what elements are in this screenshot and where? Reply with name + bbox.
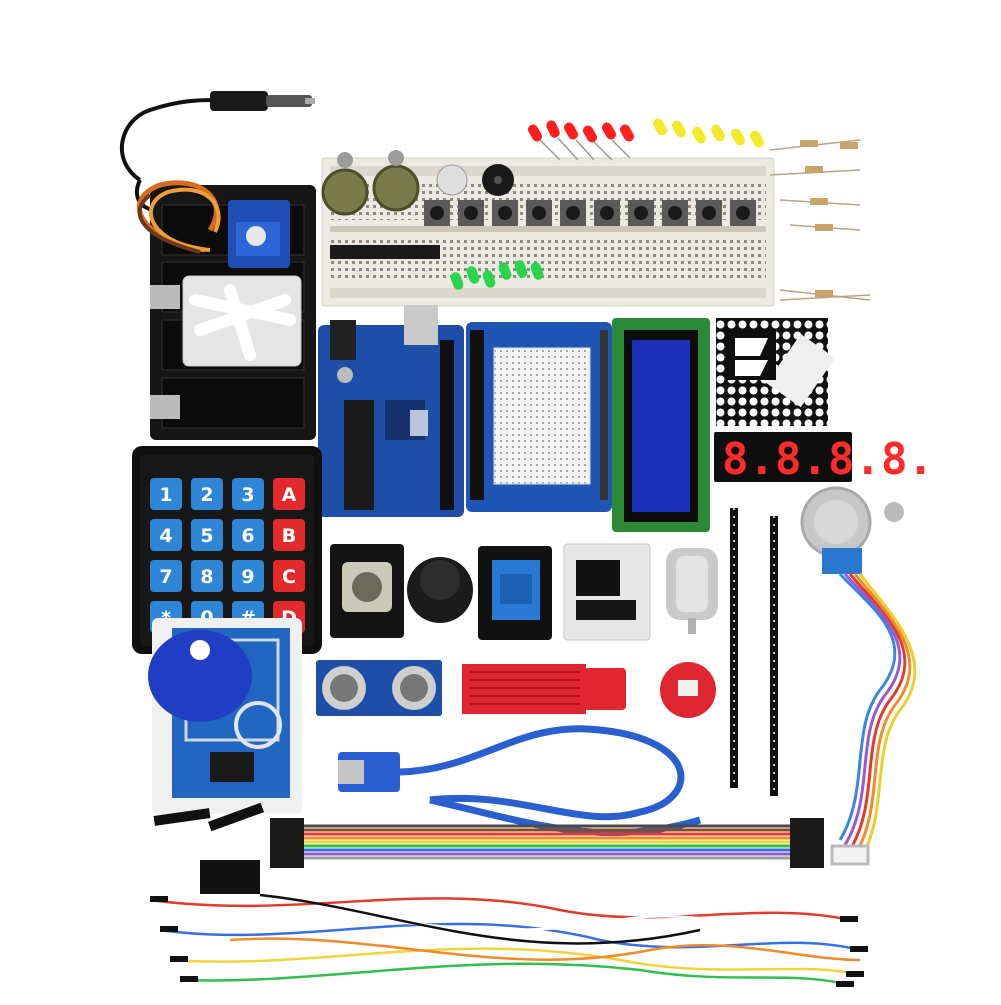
rfid-key-fob — [148, 630, 282, 749]
keypad-key — [273, 519, 305, 551]
keypad-key-label: A — [282, 484, 297, 506]
resistors — [769, 139, 871, 301]
dc-motor — [666, 548, 718, 634]
relay-module — [478, 546, 552, 640]
servo-horns-bag — [182, 275, 302, 367]
potentiometers — [321, 150, 420, 216]
keypad-key — [191, 478, 223, 510]
joystick-module — [330, 544, 404, 638]
keypad-key-label: 6 — [241, 525, 254, 547]
keypad-key-label: 5 — [200, 525, 213, 547]
usb-cable — [338, 725, 702, 837]
servo-wires — [137, 180, 221, 254]
water-level-sensor — [462, 664, 626, 714]
lcd-display — [612, 318, 710, 532]
keypad-key — [232, 478, 264, 510]
keypad-key — [150, 560, 182, 592]
led-dot-matrix — [716, 318, 836, 426]
loose-jumper-wires — [149, 893, 868, 987]
buzzer — [436, 164, 514, 196]
keypad-key — [150, 478, 182, 510]
servo-motor — [228, 200, 290, 268]
keypad-key-label: 1 — [159, 484, 172, 506]
stepper-driver-board — [563, 543, 651, 641]
keypad-key — [150, 519, 182, 551]
keypad-key — [191, 519, 223, 551]
keypad-key-label: 4 — [159, 525, 172, 547]
keypad-key — [232, 560, 264, 592]
dc-power-cable — [120, 91, 315, 213]
stepper-motor-wires — [830, 572, 917, 866]
header-pins — [730, 508, 778, 796]
keypad-key-label: C — [282, 566, 296, 588]
keypad-key — [232, 519, 264, 551]
seven-segment-digits: 8.8.8.8. — [722, 434, 934, 485]
keypad-key-label: 8 — [200, 566, 213, 588]
red-leds — [528, 120, 634, 161]
push-buttons — [424, 200, 756, 226]
keypad-key-label: 7 — [159, 566, 172, 588]
keypad-key-label: 2 — [200, 484, 213, 506]
keypad-key — [273, 478, 305, 510]
stepper-motor — [800, 486, 904, 574]
keypad-key-label: B — [282, 525, 296, 547]
seven-segment-display: 8.8.8.8. — [714, 432, 934, 485]
rgb-led-module — [660, 662, 716, 718]
proto-shield — [466, 322, 612, 512]
green-leds — [450, 260, 544, 290]
ribbon-jumper-cable — [270, 818, 824, 868]
ultrasonic-sensor — [316, 660, 442, 716]
keypad-key — [191, 560, 223, 592]
arduino-board — [318, 305, 464, 517]
keypad-key-label: 3 — [241, 484, 254, 506]
yellow-leds — [653, 118, 764, 148]
keypad-key-label: 9 — [241, 566, 254, 588]
loose-pin-headers — [153, 802, 265, 894]
joystick-cap — [407, 557, 473, 623]
keypad-key — [273, 560, 305, 592]
